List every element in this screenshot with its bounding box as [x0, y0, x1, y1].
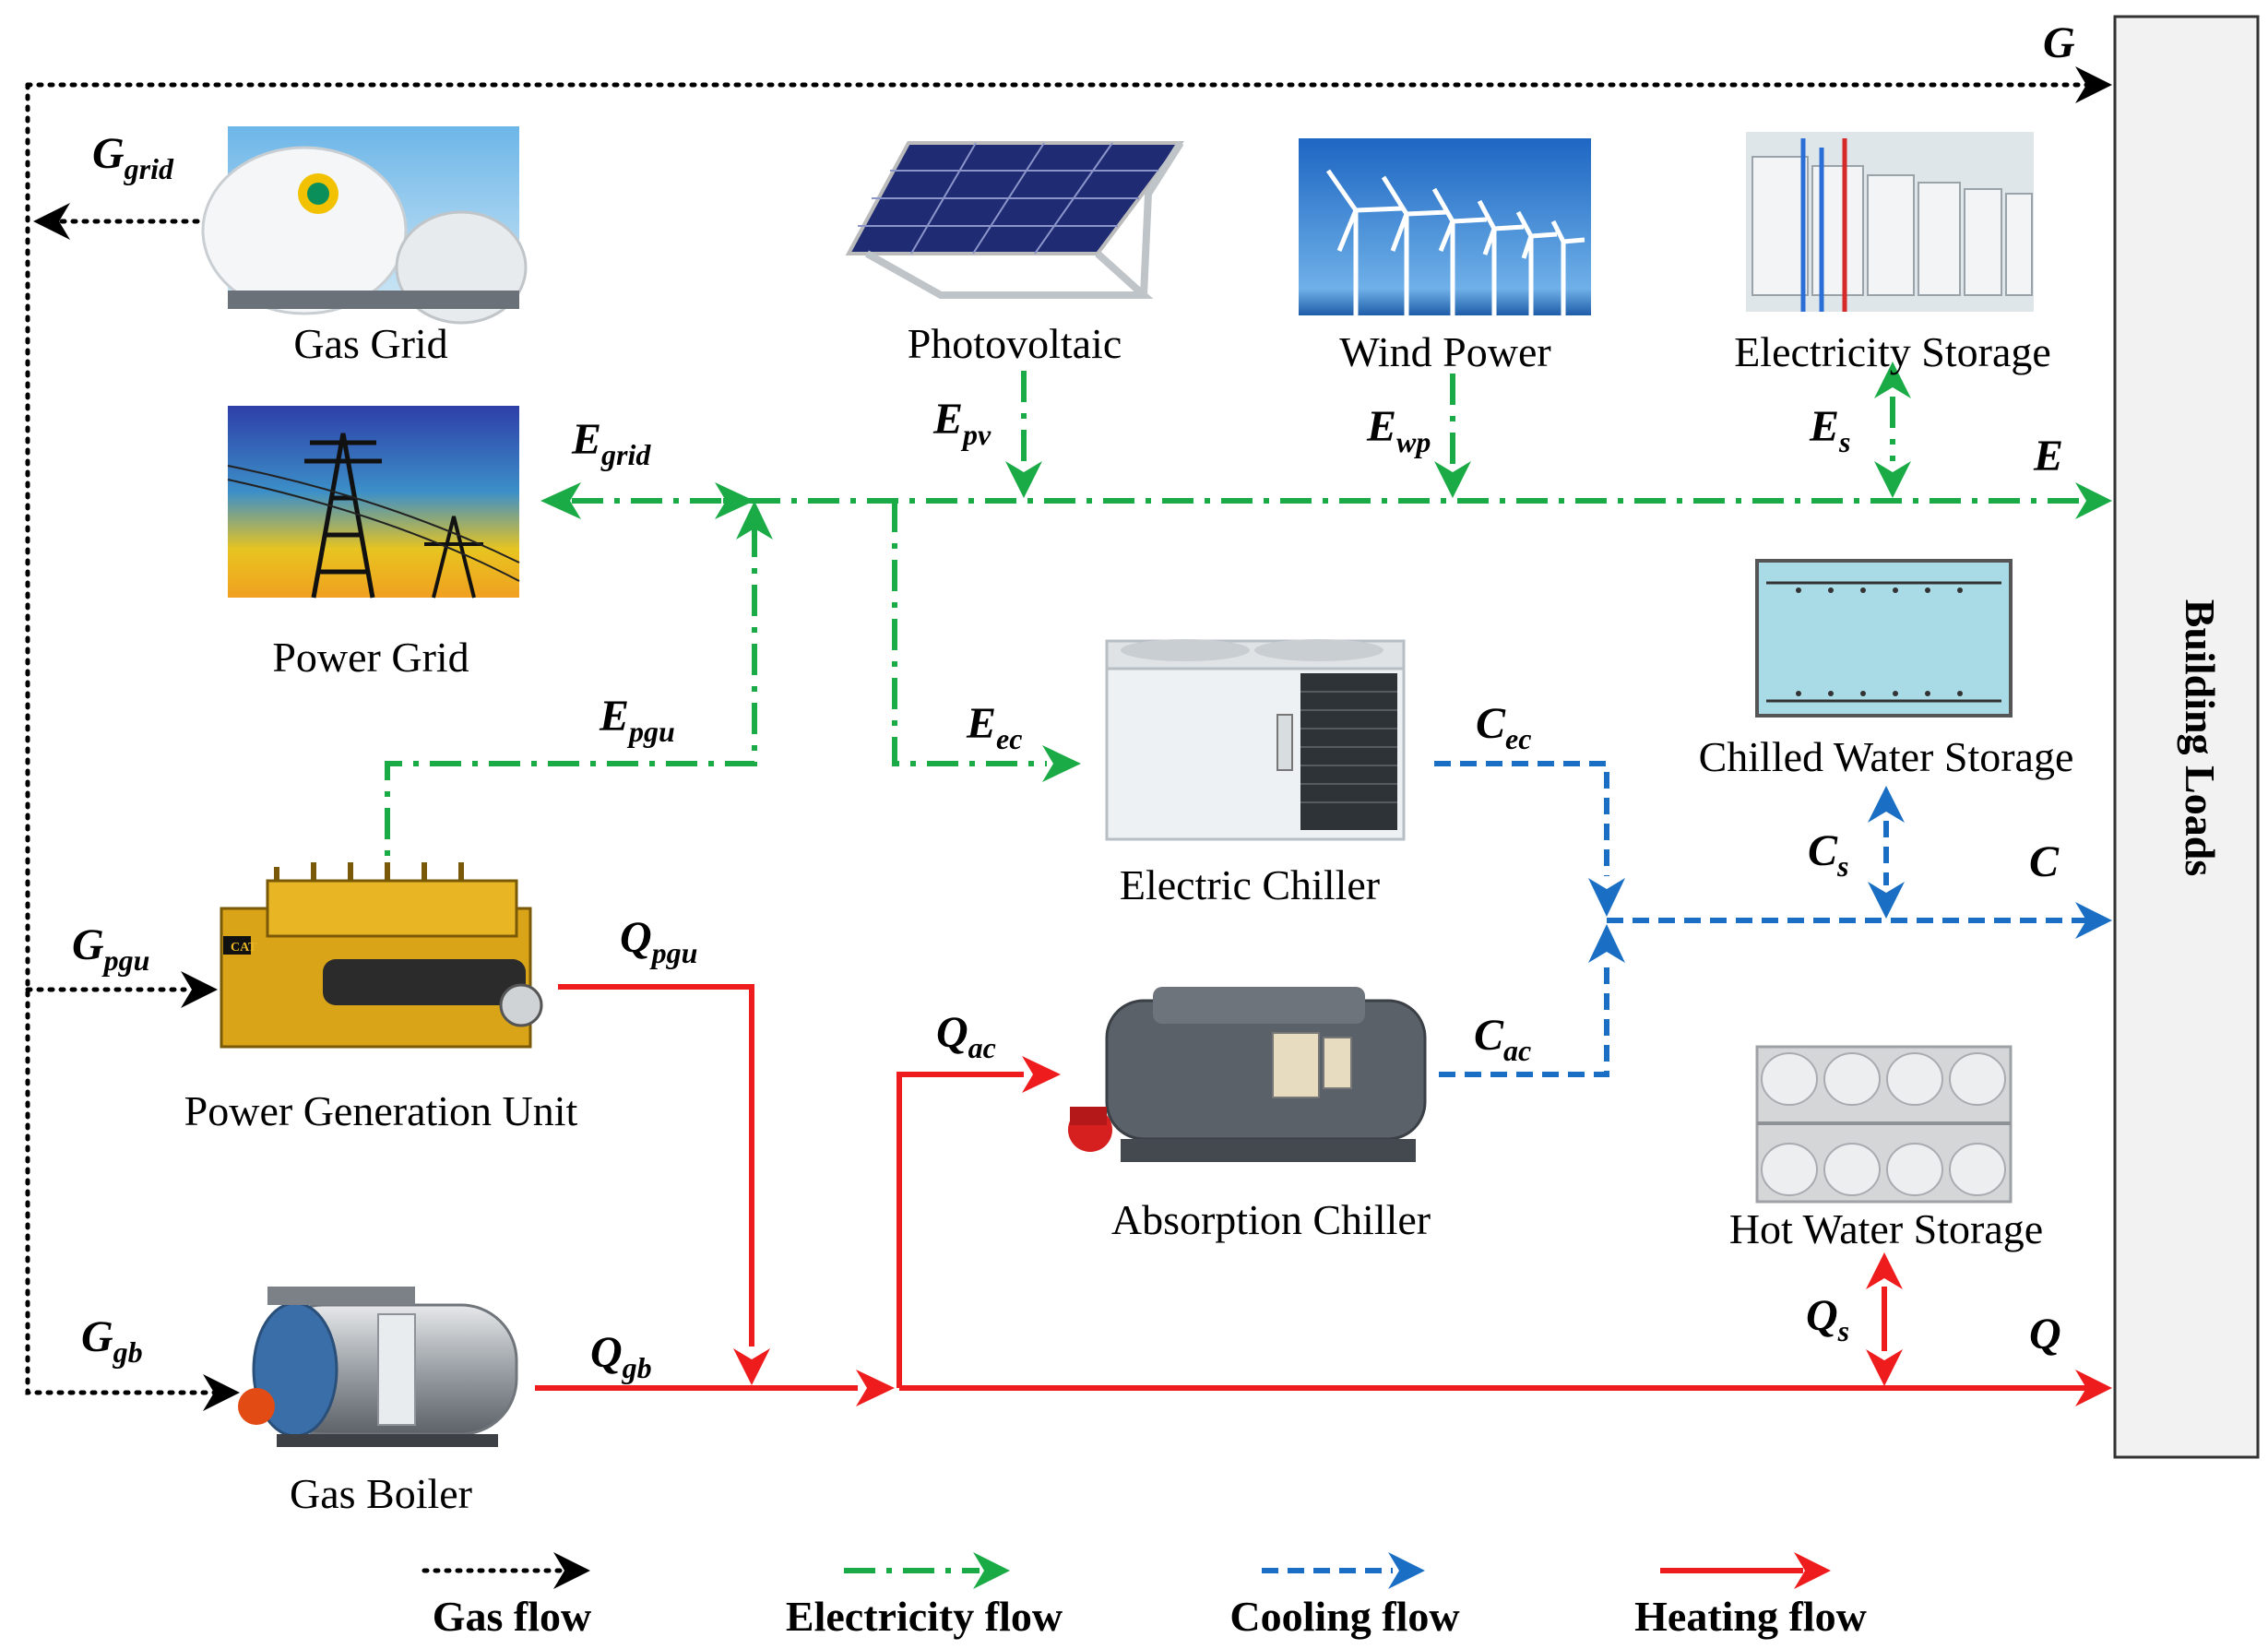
cool-arrowhead-storage-down	[1868, 882, 1905, 919]
hot-water-storage-label: Hot Water Storage	[1729, 1205, 2043, 1252]
photovoltaic-label: Photovoltaic	[908, 320, 1122, 367]
heat-arrowhead-storage-up	[1866, 1252, 1903, 1289]
elec-arrowhead-grid-left	[540, 482, 581, 519]
flow-label-q-gb: Qgb	[590, 1328, 652, 1384]
flow-label-c: C	[2029, 837, 2060, 886]
legend-heating: Heating flow	[1634, 1552, 1867, 1640]
absorption-chiller-label: Absorption Chiller	[1111, 1196, 1431, 1243]
flow-label-q-pgu: Qpgu	[620, 913, 697, 969]
svg-text:CAT: CAT	[231, 941, 257, 955]
flow-label-e-s: Es	[1809, 402, 1850, 458]
gas-boiler-icon	[238, 1287, 518, 1447]
wind-power-label: Wind Power	[1339, 328, 1550, 375]
cool-arrowhead-ac	[1588, 924, 1625, 963]
heating-arrowheads	[733, 1056, 2112, 1406]
building-loads-box	[2113, 15, 2260, 1459]
flow-label-q-ac: Qac	[936, 1008, 996, 1064]
flow-label-e-pv: Epv	[932, 395, 992, 451]
gas-tank-icon	[201, 126, 528, 325]
elec-arrowhead-grid-right	[715, 482, 754, 519]
heat-arrowhead-pgu-down	[733, 1348, 770, 1385]
legend-electricity-label: Electricity flow	[786, 1593, 1063, 1640]
heat-arrowhead-ac	[1022, 1056, 1061, 1093]
flow-label-q-s: Qs	[1806, 1291, 1849, 1347]
flow-label-g-gb: Ggb	[81, 1312, 143, 1369]
gas-flow-lines	[25, 82, 2096, 1395]
legend-gas-label: Gas flow	[433, 1593, 592, 1640]
flow-label-e-grid: Egrid	[571, 415, 651, 471]
flow-label-e-pgu: Epgu	[599, 692, 675, 748]
flow-label-g-pgu: Gpgu	[72, 920, 149, 977]
gas-arrowhead-pgu	[181, 971, 218, 1008]
elec-arrowhead-e	[2075, 482, 2112, 519]
heat-arrowhead-q	[2075, 1370, 2112, 1406]
electricity-storage-label: Electricity Storage	[1734, 328, 2051, 375]
building-loads-label: Building Loads	[2177, 599, 2224, 876]
flow-label-q: Q	[2029, 1310, 2061, 1358]
flow-label-e: E	[2033, 432, 2063, 480]
flow-label-e-ec: Eec	[966, 699, 1022, 755]
legend: Gas flow Electricity flow Cooling flow H…	[422, 1552, 1867, 1640]
power-generation-unit-label: Power Generation Unit	[184, 1087, 578, 1134]
gas-arrowheads	[33, 66, 2112, 1411]
legend-heating-label: Heating flow	[1634, 1593, 1867, 1640]
elec-arrowhead-wp	[1434, 461, 1471, 498]
electric-chiller-label: Electric Chiller	[1120, 861, 1380, 908]
elec-arrowhead-storage-up	[1874, 362, 1911, 398]
gas-boiler-label: Gas Boiler	[290, 1470, 472, 1517]
gas-arrowhead-gb	[203, 1374, 240, 1411]
cool-arrowhead-c	[2075, 902, 2112, 939]
power-grid-label: Power Grid	[272, 634, 469, 681]
legend-cooling: Cooling flow	[1229, 1552, 1460, 1640]
electricity-arrowheads	[540, 362, 2112, 782]
absorption-chiller-icon	[1068, 987, 1427, 1162]
elec-arrowhead-ec	[1042, 745, 1081, 782]
flow-label-c-ac: Cac	[1474, 1011, 1531, 1067]
gas-arrowhead-g	[2075, 66, 2112, 103]
heating-flow-lines	[535, 984, 2092, 1391]
flow-label-c-ec: Cec	[1476, 699, 1531, 755]
hot-water-tank-icon	[1755, 1045, 2013, 1204]
flow-label-e-wp: Ewp	[1366, 402, 1431, 458]
cooling-arrowheads	[1588, 786, 2112, 963]
heat-arrowhead-storage-down	[1866, 1349, 1903, 1386]
flow-label-g-grid: Ggrid	[92, 129, 174, 185]
elec-arrowhead-pgu-up	[736, 501, 773, 540]
battery-bank-icon	[1746, 132, 2034, 312]
flow-label-c-s: Cs	[1808, 826, 1848, 883]
elec-arrowhead-pv	[1005, 461, 1042, 498]
legend-gas: Gas flow	[422, 1552, 592, 1640]
cool-arrowhead-storage-up	[1868, 786, 1905, 823]
chilled-water-storage-label: Chilled Water Storage	[1699, 733, 2074, 780]
legend-cooling-label: Cooling flow	[1229, 1593, 1459, 1640]
cool-arrowhead-ec	[1588, 878, 1625, 917]
generator-icon: CAT	[220, 862, 543, 1049]
gas-grid-label: Gas Grid	[293, 320, 447, 367]
flow-label-g: G	[2043, 18, 2075, 67]
heat-arrowhead-gb	[856, 1370, 895, 1406]
transmission-tower-icon	[227, 406, 520, 599]
solar-panel-icon	[845, 140, 1184, 299]
cooling-flow-lines	[1434, 761, 2092, 1077]
electric-chiller-icon	[1105, 639, 1406, 841]
chilled-water-tank-icon	[1755, 559, 2013, 718]
elec-arrowhead-storage-down	[1874, 461, 1911, 498]
wind-turbine-icon	[1299, 138, 1591, 315]
gas-arrowhead-grid	[33, 203, 70, 240]
legend-electricity: Electricity flow	[786, 1552, 1063, 1640]
